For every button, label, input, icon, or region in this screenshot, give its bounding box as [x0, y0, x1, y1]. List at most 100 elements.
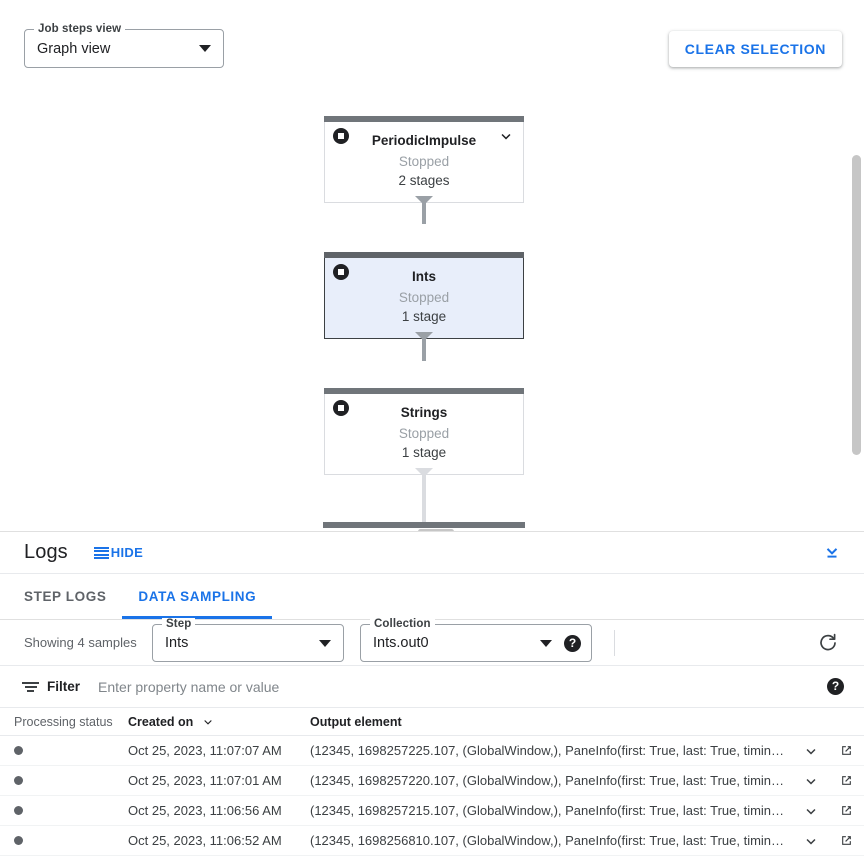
- node-status: Stopped: [398, 426, 450, 441]
- filter-label: Filter: [47, 679, 81, 694]
- collapse-panel-icon[interactable]: [818, 540, 846, 566]
- job-steps-view-select[interactable]: Job steps view Graph view: [24, 23, 224, 68]
- tab-data-sampling[interactable]: DATA SAMPLING: [122, 574, 273, 619]
- column-header-processing-status[interactable]: Processing status: [14, 714, 113, 729]
- chevron-down-icon[interactable]: [794, 742, 828, 760]
- cell-output-element: (12345, 1698257220.107, (GlobalWindow,),…: [310, 773, 792, 788]
- step-select-value: Ints: [165, 635, 189, 651]
- open-in-new-icon[interactable]: [828, 743, 864, 758]
- chevron-down-icon[interactable]: [497, 127, 515, 145]
- graph-edge-arrow: [415, 332, 433, 341]
- graph-node-partial[interactable]: [323, 522, 525, 528]
- stop-icon: [333, 128, 349, 144]
- step-select[interactable]: Step Ints: [152, 618, 344, 662]
- node-stages: 1 stage: [401, 309, 447, 324]
- collection-select-legend: Collection: [370, 618, 435, 630]
- table-row[interactable]: Oct 25, 2023, 11:06:52 AM (12345, 169825…: [0, 826, 864, 856]
- table-row[interactable]: Oct 25, 2023, 11:07:01 AM (12345, 169825…: [0, 766, 864, 796]
- cell-output-element: (12345, 1698257215.107, (GlobalWindow,),…: [310, 803, 792, 818]
- chevron-down-icon[interactable]: [794, 802, 828, 820]
- job-steps-view-legend: Job steps view: [34, 23, 126, 35]
- list-lines-icon: [93, 546, 109, 559]
- cell-output-element: (12345, 1698256810.107, (GlobalWindow,),…: [310, 833, 792, 848]
- cell-created-on: Oct 25, 2023, 11:07:01 AM: [128, 773, 282, 788]
- node-stages: 2 stages: [398, 173, 450, 188]
- graph-node-strings[interactable]: Strings Stopped 1 stage: [324, 388, 524, 475]
- help-icon[interactable]: ?: [564, 634, 581, 652]
- node-title: Ints: [411, 269, 436, 284]
- cell-created-on: Oct 25, 2023, 11:06:56 AM: [128, 803, 282, 818]
- refresh-icon[interactable]: [816, 631, 840, 655]
- sample-count-text: Showing 4 samples: [24, 635, 137, 650]
- graph-vertical-scrollbar[interactable]: [852, 155, 861, 455]
- node-status: Stopped: [398, 154, 450, 169]
- status-dot-icon: [14, 806, 23, 815]
- samples-table: Processing status Created on Output elem…: [0, 708, 864, 856]
- graph-edge: [422, 333, 426, 361]
- logs-tabs: STEP LOGS DATA SAMPLING: [0, 574, 864, 620]
- filter-icon: [22, 681, 39, 693]
- chevron-down-icon: [319, 639, 331, 647]
- column-header-created-on-label: Created on: [128, 714, 194, 729]
- open-in-new-icon[interactable]: [828, 833, 864, 848]
- job-graph-panel: PeriodicImpulse Stopped 2 stages Ints St…: [0, 0, 864, 532]
- help-icon[interactable]: ?: [827, 678, 844, 695]
- graph-node-periodicimpulse[interactable]: PeriodicImpulse Stopped 2 stages: [324, 116, 524, 203]
- filter-input[interactable]: [96, 677, 827, 696]
- node-title: Strings: [400, 405, 448, 420]
- node-status-bar: [323, 522, 525, 528]
- open-in-new-icon[interactable]: [828, 773, 864, 788]
- job-steps-view-value: Graph view: [37, 40, 111, 57]
- graph-edge-arrow: [415, 196, 433, 205]
- divider: [614, 630, 615, 656]
- logs-header: Logs HIDE: [0, 532, 864, 574]
- column-header-created-on[interactable]: Created on: [128, 713, 310, 730]
- open-in-new-icon[interactable]: [828, 803, 864, 818]
- step-select-legend: Step: [162, 618, 196, 630]
- cell-output-element: (12345, 1698257225.107, (GlobalWindow,),…: [310, 743, 792, 758]
- chevron-down-icon: [540, 639, 552, 647]
- graph-horizontal-scrollbar[interactable]: [418, 529, 454, 531]
- table-row[interactable]: Oct 25, 2023, 11:07:07 AM (12345, 169825…: [0, 736, 864, 766]
- collection-select[interactable]: Collection Ints.out0 ?: [360, 618, 592, 662]
- node-status-bar: [324, 116, 524, 122]
- cell-created-on: Oct 25, 2023, 11:06:52 AM: [128, 833, 282, 848]
- filter-bar: Filter ?: [0, 666, 864, 708]
- job-graph-canvas[interactable]: PeriodicImpulse Stopped 2 stages Ints St…: [0, 0, 864, 531]
- sort-descending-icon: [201, 713, 215, 730]
- hide-logs-button[interactable]: HIDE: [93, 545, 144, 560]
- status-badge: [0, 776, 128, 785]
- status-dot-icon: [14, 776, 23, 785]
- collection-select-value: Ints.out0: [373, 635, 429, 651]
- status-badge: [0, 836, 128, 845]
- node-status: Stopped: [398, 290, 450, 305]
- logs-panel: Logs HIDE STEP LOGS DATA SAMPLING Showin…: [0, 532, 864, 856]
- clear-selection-button[interactable]: CLEAR SELECTION: [668, 31, 842, 67]
- node-stages: 1 stage: [401, 445, 447, 460]
- node-status-bar: [324, 252, 524, 258]
- data-sampling-controls: Showing 4 samples Step Ints Collection I…: [0, 618, 864, 666]
- stop-icon: [333, 400, 349, 416]
- node-title: PeriodicImpulse: [371, 133, 477, 148]
- page-title: Logs: [24, 541, 68, 563]
- graph-edge: [422, 468, 426, 523]
- chevron-down-icon: [199, 45, 211, 52]
- status-badge: [0, 806, 128, 815]
- graph-toolbar: Job steps view Graph view CLEAR SELECTIO…: [0, 0, 864, 96]
- node-status-bar: [324, 388, 524, 394]
- graph-node-ints[interactable]: Ints Stopped 1 stage: [324, 252, 524, 339]
- table-header-row: Processing status Created on Output elem…: [0, 708, 864, 736]
- stop-icon: [333, 264, 349, 280]
- status-badge: [0, 746, 128, 755]
- status-dot-icon: [14, 836, 23, 845]
- graph-edge: [422, 196, 426, 224]
- tab-step-logs[interactable]: STEP LOGS: [24, 589, 107, 604]
- chevron-down-icon[interactable]: [794, 832, 828, 850]
- status-dot-icon: [14, 746, 23, 755]
- column-header-output-element[interactable]: Output element: [310, 714, 402, 729]
- table-row[interactable]: Oct 25, 2023, 11:06:56 AM (12345, 169825…: [0, 796, 864, 826]
- chevron-down-icon[interactable]: [794, 772, 828, 790]
- cell-created-on: Oct 25, 2023, 11:07:07 AM: [128, 743, 282, 758]
- hide-logs-label: HIDE: [110, 545, 144, 560]
